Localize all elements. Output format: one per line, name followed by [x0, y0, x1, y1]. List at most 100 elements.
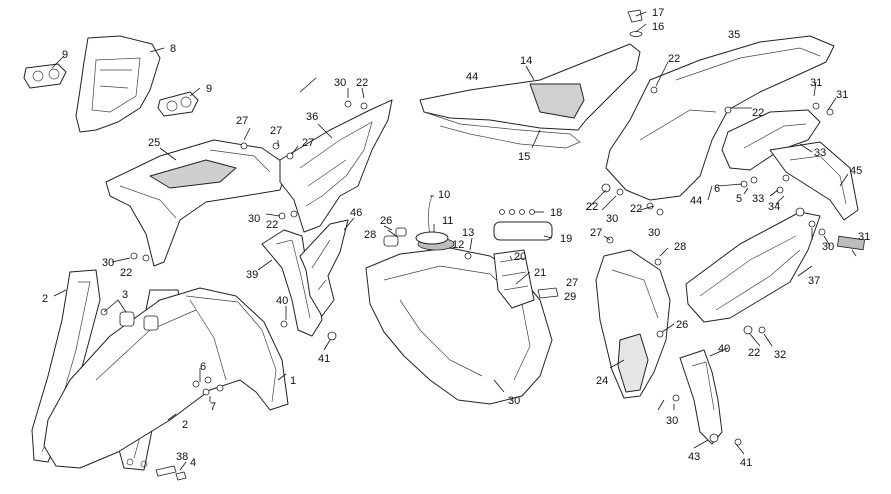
callout-18: 18: [550, 207, 562, 219]
callout-30g: 30: [666, 415, 678, 427]
callout-31b: 31: [836, 89, 848, 101]
callout-31c: 32: [774, 349, 786, 361]
callout-23: 24: [596, 375, 608, 387]
headlight-mask[interactable]: [75, 35, 161, 133]
callout-30b: 30: [248, 213, 260, 225]
callout-21: 21: [534, 267, 546, 279]
callout-7: 7: [210, 401, 216, 413]
screws-37-4[interactable]: [155, 465, 187, 481]
callout-6b: 6: [714, 183, 720, 195]
seat[interactable]: [419, 43, 641, 149]
callout-35: 36: [306, 111, 318, 123]
callout-34: 35: [728, 29, 740, 41]
callout-44a: 44: [466, 71, 478, 83]
airbox-side-panel[interactable]: [279, 99, 393, 233]
bolt-28-right[interactable]: [537, 287, 559, 299]
callout-26b: 27: [566, 277, 578, 289]
callout-9: 9: [62, 49, 68, 61]
callout-31a: 31: [810, 77, 822, 89]
callout-27d: 27: [590, 227, 602, 239]
callout-22a: 22: [356, 77, 368, 89]
bolt-28-left[interactable]: [383, 227, 407, 247]
callout-5: 5: [736, 193, 742, 205]
tail-light-bracket-32[interactable]: [721, 109, 821, 171]
rear-fender[interactable]: [605, 35, 835, 201]
callout-17: 17: [652, 7, 664, 19]
callout-44b: 45: [850, 165, 862, 177]
callout-4: 4: [190, 457, 196, 469]
callout-labels: 1 2 2 3 4 5 6 6 7 8 9 9 10 11 12 13 14 1…: [42, 7, 870, 469]
license-plate-bracket-43-44[interactable]: [769, 141, 859, 221]
callout-3: 3: [122, 289, 128, 301]
callout-27e: 28: [674, 241, 686, 253]
fuel-pump-screws-18: [499, 209, 535, 215]
side-panel-right-36[interactable]: [685, 211, 821, 323]
callout-30i: 31: [858, 231, 870, 243]
fender-bolts-3[interactable]: [100, 308, 159, 331]
callout-41a: 41: [318, 353, 330, 365]
callout-22e: 22: [120, 267, 132, 279]
callout-22c: 22: [752, 107, 764, 119]
side-panel-left-23[interactable]: [595, 249, 671, 399]
callout-30f: 30: [648, 227, 660, 239]
callout-19: 19: [560, 233, 572, 245]
callout-16: 16: [652, 21, 664, 33]
leader-lines: [51, 11, 857, 471]
callout-33a: 33: [752, 193, 764, 205]
fuel-pump[interactable]: [493, 209, 553, 309]
front-fender[interactable]: [43, 287, 289, 469]
callout-1: 1: [290, 375, 296, 387]
frame-guard-left[interactable]: [261, 229, 323, 337]
callout-30e: 30: [606, 213, 618, 225]
fork-clamp-right[interactable]: [157, 91, 199, 117]
callout-26a: 26: [380, 215, 392, 227]
callout-30a: 30: [334, 77, 346, 89]
callout-30d: 30: [508, 395, 520, 407]
fuel-cap-11[interactable]: [415, 231, 449, 245]
callout-30h: 30: [822, 241, 834, 253]
callout-14: 14: [520, 55, 532, 67]
callout-22b: 22: [668, 53, 680, 65]
frame-guard-right-39[interactable]: [679, 349, 723, 445]
callout-39: 40: [718, 343, 730, 355]
callout-36: 37: [808, 275, 820, 287]
callout-2b: 2: [182, 419, 188, 431]
callout-9b: 9: [206, 83, 212, 95]
callout-13: 13: [462, 227, 474, 239]
callout-37: 38: [176, 451, 188, 463]
callout-20: 20: [514, 251, 526, 263]
callout-30c: 30: [102, 257, 114, 269]
callout-22h: 22: [748, 347, 760, 359]
callout-6: 6: [200, 361, 206, 373]
callout-33b: 34: [768, 201, 780, 213]
callout-2: 2: [42, 293, 48, 305]
callout-15: 15: [518, 151, 530, 163]
callout-22d: 22: [266, 219, 278, 231]
callout-28a: 28: [364, 229, 376, 241]
callout-24: 25: [148, 137, 160, 149]
assorted-bolts: [130, 86, 834, 446]
callout-27c: 27: [302, 137, 314, 149]
callout-41b: 43: [688, 451, 700, 463]
callout-38: 39: [246, 269, 258, 281]
callout-8: 8: [170, 43, 176, 55]
callout-27b: 27: [270, 125, 282, 137]
reflector-46[interactable]: [836, 235, 866, 251]
fork-clamp-left[interactable]: [23, 63, 67, 89]
callout-22f: 22: [586, 201, 598, 213]
callout-28b: 29: [564, 291, 576, 303]
callout-12: 12: [452, 239, 464, 251]
callout-43: 44: [690, 195, 702, 207]
callout-32: 33: [814, 147, 826, 159]
radiator-shroud-left[interactable]: [105, 139, 289, 267]
callout-40a: 40: [276, 295, 288, 307]
screw-17-16[interactable]: [627, 9, 643, 37]
callout-11: 11: [442, 215, 453, 227]
side-panel-45[interactable]: [299, 219, 349, 317]
small-bolts-6-7[interactable]: [192, 376, 224, 396]
callout-25: 26: [676, 319, 688, 331]
callout-22g: 22: [630, 203, 642, 215]
callout-10: 10: [438, 189, 450, 201]
callout-27a: 27: [236, 115, 248, 127]
